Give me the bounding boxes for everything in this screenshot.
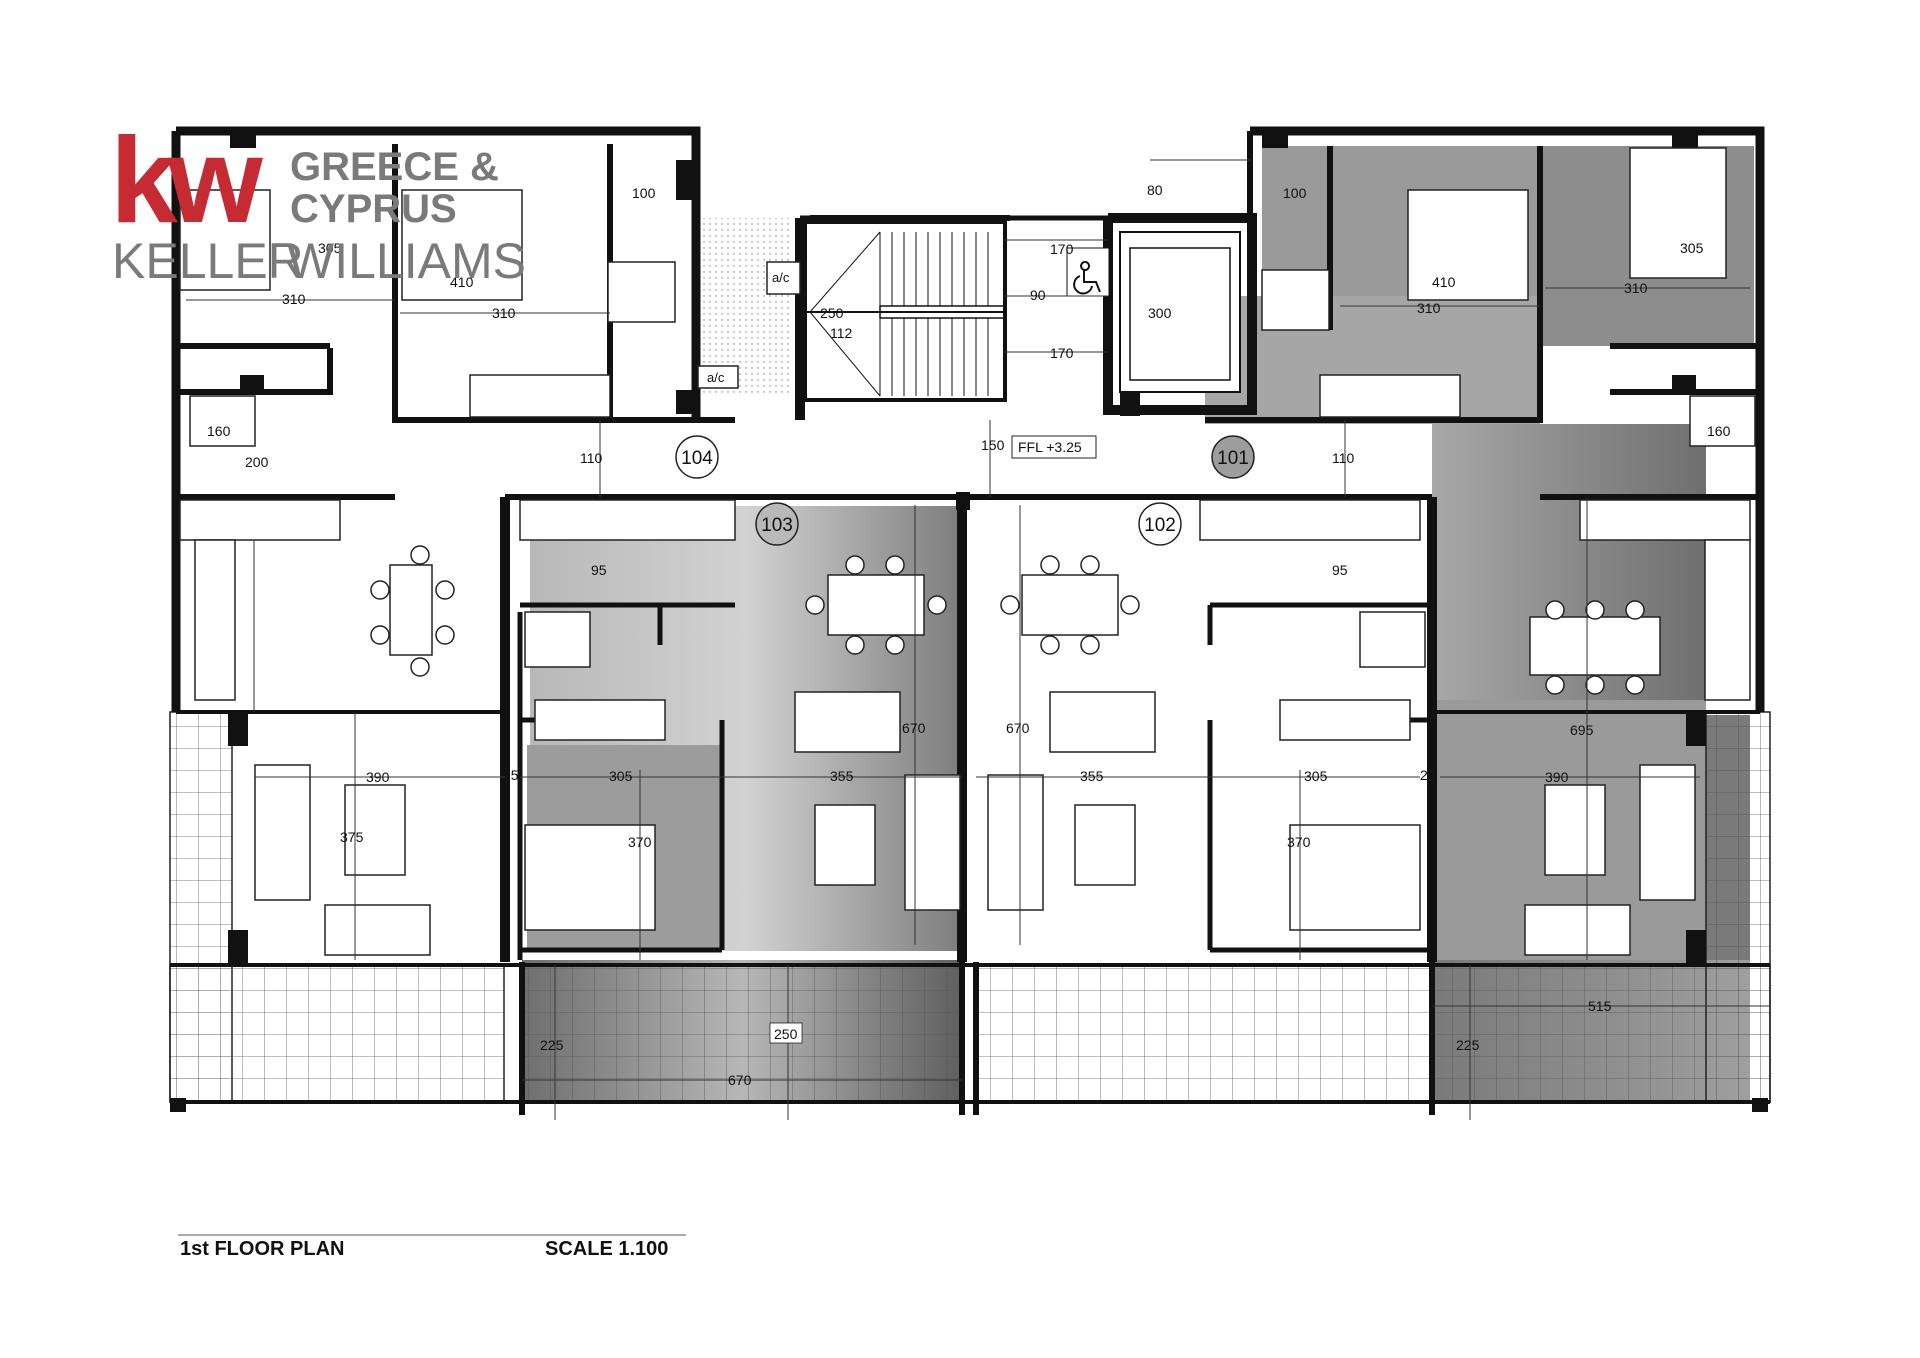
ffl-label: FFL +3.25 bbox=[1018, 439, 1082, 455]
ac-units: a/c a/c bbox=[697, 261, 801, 389]
furniture bbox=[179, 147, 1756, 956]
dim-305-b: 305 bbox=[609, 768, 633, 784]
dim-250-a: 250 bbox=[820, 305, 844, 321]
unit-label-102: 102 bbox=[1144, 515, 1176, 536]
dim-150: 150 bbox=[981, 437, 1005, 453]
dim-670-b: 670 bbox=[1006, 720, 1030, 736]
dim-170-b: 170 bbox=[1050, 345, 1074, 361]
keller-williams-logo: kw GREECE & CYPRUS KELLER WILLIAMS bbox=[110, 112, 526, 289]
logo-brand-keller: KELLER bbox=[112, 233, 304, 289]
terrace-tiles bbox=[169, 711, 1771, 1103]
dim-375: 375 bbox=[340, 829, 364, 845]
dimension-lines bbox=[186, 159, 1770, 1120]
dim-695: 695 bbox=[1570, 722, 1594, 738]
dim-305-d: 305 bbox=[1680, 240, 1704, 256]
plan-scale: SCALE 1.100 bbox=[545, 1238, 669, 1260]
dim-110-b: 110 bbox=[1332, 450, 1355, 466]
dim-410-b: 410 bbox=[1432, 274, 1456, 290]
ac-label-upper: a/c bbox=[772, 270, 790, 285]
dim-300: 300 bbox=[1148, 305, 1172, 321]
dim-355-b: 355 bbox=[1080, 768, 1104, 784]
dim-160-a: 160 bbox=[207, 423, 231, 439]
dim-100-b: 100 bbox=[1283, 185, 1307, 201]
logo-region-line1: GREECE & bbox=[290, 145, 499, 189]
dim-80: 80 bbox=[1147, 182, 1163, 198]
unit-label-101: 101 bbox=[1217, 448, 1249, 469]
dim-160-b: 160 bbox=[1707, 423, 1731, 439]
dim-310-b: 310 bbox=[492, 305, 516, 321]
logo-mark: kw bbox=[110, 112, 264, 248]
dim-310-a: 310 bbox=[282, 291, 306, 307]
logo-region-line2: CYPRUS bbox=[290, 187, 457, 231]
dim-200: 200 bbox=[245, 454, 269, 470]
dim-410-a: 410 bbox=[450, 274, 474, 290]
walls bbox=[170, 126, 1770, 1115]
dim-390-a: 390 bbox=[366, 769, 390, 785]
dim-355-a: 355 bbox=[830, 768, 854, 784]
dim-670-a: 670 bbox=[902, 720, 926, 736]
dim-25-a: 25 bbox=[503, 767, 519, 783]
dim-95-b: 95 bbox=[1332, 562, 1348, 578]
dim-170-a: 170 bbox=[1050, 241, 1074, 257]
dim-670-c: 670 bbox=[728, 1072, 752, 1088]
dim-305-a: 305 bbox=[318, 240, 342, 256]
dim-90: 90 bbox=[1030, 287, 1046, 303]
dim-25-b: 25 bbox=[1420, 767, 1436, 783]
dim-515: 515 bbox=[1588, 998, 1612, 1014]
dim-305-c: 305 bbox=[1304, 768, 1328, 784]
dim-370-b: 370 bbox=[1287, 834, 1311, 850]
dimension-labels: 305 310 410 310 100 160 200 110 390 375 … bbox=[207, 182, 1731, 1088]
columns bbox=[170, 128, 1768, 1112]
dim-390-b: 390 bbox=[1545, 769, 1569, 785]
logo-brand-williams: WILLIAMS bbox=[287, 233, 526, 289]
dim-250-b: 250 bbox=[774, 1026, 798, 1042]
dim-310-c: 310 bbox=[1417, 300, 1441, 316]
plan-title: 1st FLOOR PLAN bbox=[180, 1238, 345, 1260]
unit-label-103: 103 bbox=[761, 515, 793, 536]
unit-label-104: 104 bbox=[681, 448, 713, 469]
dim-95-a: 95 bbox=[591, 562, 607, 578]
dim-100-a: 100 bbox=[632, 185, 656, 201]
dim-225-a: 225 bbox=[540, 1037, 564, 1053]
dim-310-d: 310 bbox=[1624, 280, 1648, 296]
dim-110-a: 110 bbox=[580, 450, 603, 466]
unit-markers: 104 103 102 101 bbox=[675, 435, 1255, 546]
dim-112: 112 bbox=[830, 325, 853, 341]
ac-label-lower: a/c bbox=[707, 370, 725, 385]
dim-370-a: 370 bbox=[628, 834, 652, 850]
dim-225-b: 225 bbox=[1456, 1037, 1480, 1053]
staircase bbox=[803, 220, 1241, 402]
